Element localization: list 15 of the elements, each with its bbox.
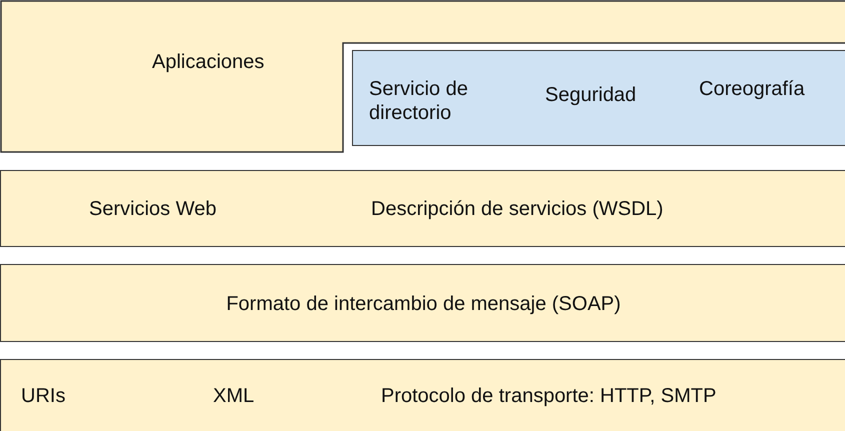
layer-label: Seguridad <box>545 83 636 107</box>
layer-band <box>0 0 845 153</box>
layer-label: Servicios Web <box>89 197 216 221</box>
layer-label: Servicio de directorio <box>369 77 469 125</box>
layer-label: Formato de intercambio de mensaje (SOAP) <box>225 292 622 316</box>
layer-label: Aplicaciones <box>152 50 264 74</box>
layer-label: Coreografía <box>699 77 805 101</box>
layer-band <box>0 359 845 431</box>
layer-band <box>0 170 845 247</box>
layer-label: Protocolo de transporte: HTTP, SMTP <box>381 384 716 408</box>
layer-label: URIs <box>21 384 66 408</box>
layer-label: Descripción de servicios (WSDL) <box>371 197 664 221</box>
layer-band <box>0 264 845 342</box>
layer-label: XML <box>213 384 254 408</box>
service-box <box>352 50 845 146</box>
